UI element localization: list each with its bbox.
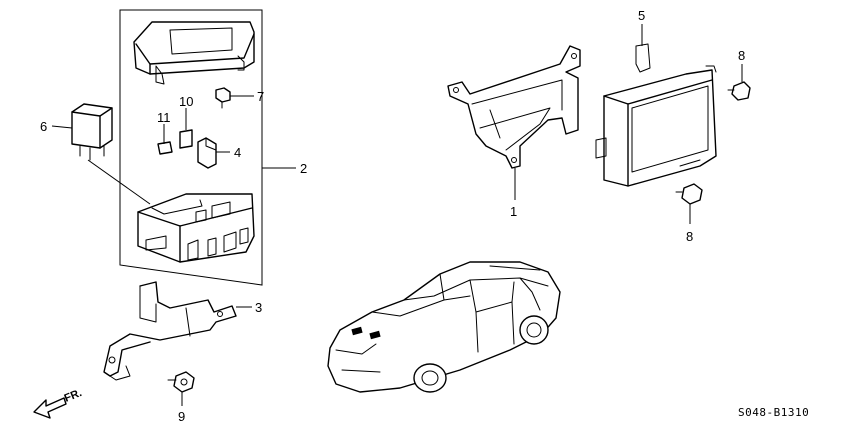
fuse-11 [157,141,173,155]
callout-10: 10 [179,94,193,109]
bolt-8-bottom [675,183,703,205]
leader-relay-to-base [87,159,151,205]
callout-3: 3 [255,300,262,315]
fuse-box-cover [133,21,255,85]
vehicle-outline [327,261,561,393]
bolt-8-top [727,81,751,101]
control-unit-bracket [447,45,581,169]
fuse-4 [197,137,217,169]
callout-1: 1 [510,204,517,219]
callout-8-bottom: 8 [686,229,693,244]
callout-9: 9 [178,409,185,424]
callout-4: 4 [234,145,241,160]
mounting-bracket-3 [103,281,237,381]
front-direction-arrow-icon [33,397,67,419]
callout-11: 11 [157,110,171,125]
bolt-7 [215,87,231,109]
direction-label: FR. [63,387,84,405]
callout-6: 6 [40,119,47,134]
bolt-9 [167,371,195,393]
relay [71,103,113,161]
callout-2: 2 [300,161,307,176]
callout-5: 5 [638,8,645,23]
callout-8-top: 8 [738,48,745,63]
leader-6 [51,125,73,129]
diagram-code: S048-B1310 [738,406,809,419]
fuse-10 [179,129,193,149]
callout-7: 7 [257,89,264,104]
fuse-box-base [137,193,255,263]
control-unit [595,43,717,187]
